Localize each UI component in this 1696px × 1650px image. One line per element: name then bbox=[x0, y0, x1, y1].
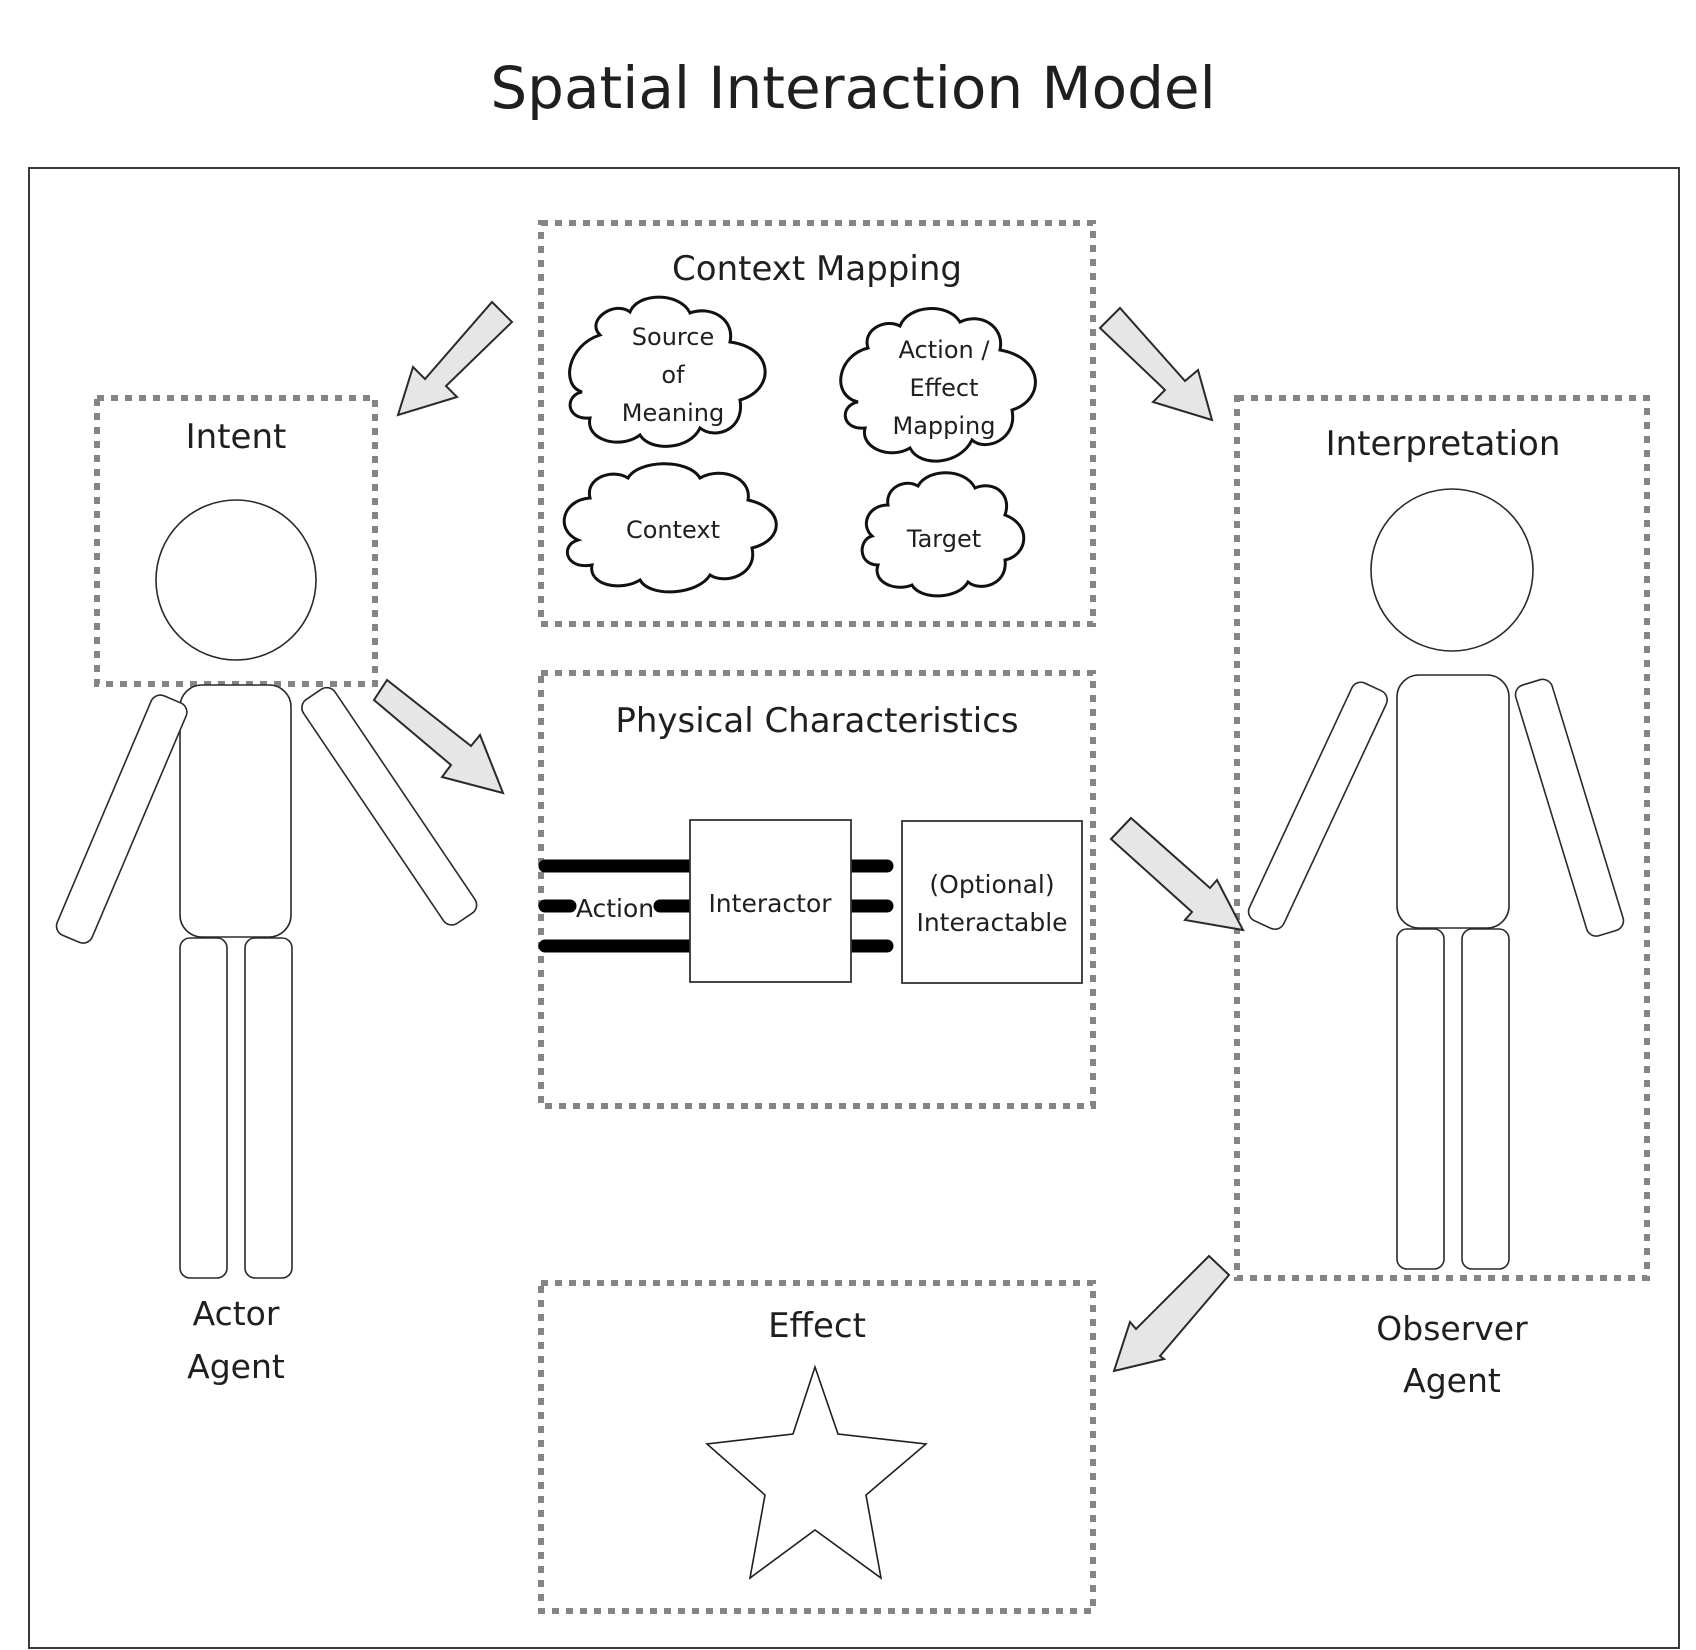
physical-characteristics-label: Physical Characteristics bbox=[615, 701, 1018, 741]
interactable-label-line: (Optional) bbox=[929, 870, 1054, 899]
arrow-interpretation-to-effect bbox=[1112, 1254, 1231, 1373]
physical-characteristics-border bbox=[538, 670, 1096, 1109]
actor-left-arm bbox=[55, 694, 188, 944]
cloud-label-line: Target bbox=[906, 525, 981, 553]
actor-head bbox=[155, 499, 317, 661]
observer-agent-label: Observer bbox=[1376, 1309, 1528, 1348]
interpretation-region: Interpretation bbox=[1234, 395, 1650, 1281]
actor-left-leg bbox=[179, 937, 228, 1279]
actor-agent-label: Agent bbox=[187, 1347, 285, 1386]
actor-agent-figure: Actor Agent bbox=[55, 499, 478, 1386]
cloud-context: Context bbox=[562, 462, 778, 594]
actor-torso bbox=[179, 684, 292, 938]
cloud-icon bbox=[568, 295, 767, 448]
intent-region: Intent bbox=[94, 395, 378, 687]
cloud-action-effect-mapping: Action / Effect Mapping bbox=[839, 307, 1037, 463]
actor-right-leg bbox=[244, 937, 293, 1279]
observer-left-arm bbox=[1247, 681, 1388, 931]
cloud-icon bbox=[562, 462, 778, 594]
arrow-context-to-intent bbox=[396, 300, 514, 417]
observer-right-leg bbox=[1461, 928, 1510, 1270]
cloud-icon bbox=[860, 471, 1026, 598]
cloud-label-line: Effect bbox=[909, 374, 978, 402]
context-mapping-region: Context Mapping Source of Meaning Action… bbox=[538, 220, 1096, 627]
cloud-label-line: of bbox=[661, 361, 685, 389]
cloud-label-line: Source bbox=[632, 323, 714, 351]
effect-label: Effect bbox=[768, 1306, 866, 1346]
outer-frame bbox=[28, 167, 1680, 1649]
intent-border bbox=[94, 395, 378, 687]
effect-border bbox=[538, 1280, 1096, 1614]
cloud-icon bbox=[839, 307, 1037, 463]
actor-right-arm bbox=[301, 686, 478, 926]
effect-region: Effect bbox=[538, 1280, 1096, 1614]
cloud-source-of-meaning: Source of Meaning bbox=[568, 295, 767, 448]
arrow-context-to-interpretation bbox=[1098, 306, 1214, 422]
interactable-box bbox=[901, 820, 1083, 984]
star-icon bbox=[705, 1364, 928, 1580]
observer-agent-figure: Observer Agent bbox=[1247, 488, 1625, 1400]
cloud-label-line: Mapping bbox=[893, 412, 996, 440]
interactor-label: Interactor bbox=[708, 889, 832, 918]
physical-characteristics-region: Physical Characteristics Action Interact… bbox=[538, 670, 1096, 1109]
cloud-label-line: Meaning bbox=[622, 399, 725, 427]
interactor-box bbox=[689, 819, 852, 983]
diagram-title: Spatial Interaction Model bbox=[490, 54, 1215, 122]
action-label: Action bbox=[576, 894, 654, 923]
interpretation-label: Interpretation bbox=[1326, 424, 1561, 464]
observer-torso bbox=[1396, 674, 1510, 929]
cloud-label-line: Action / bbox=[899, 336, 991, 364]
cloud-target: Target bbox=[860, 471, 1026, 598]
interactable-label-line: Interactable bbox=[916, 908, 1067, 937]
observer-right-arm bbox=[1514, 678, 1625, 937]
cloud-label-line: Context bbox=[626, 516, 720, 544]
actor-agent-label: Actor bbox=[193, 1294, 280, 1333]
context-mapping-label: Context Mapping bbox=[672, 249, 962, 289]
observer-left-leg bbox=[1396, 928, 1445, 1270]
intent-label: Intent bbox=[186, 417, 287, 457]
observer-agent-label: Agent bbox=[1403, 1361, 1501, 1400]
observer-head bbox=[1370, 488, 1534, 652]
arrow-physical-to-interpretation bbox=[1109, 816, 1245, 932]
arrow-intent-to-physical bbox=[372, 678, 505, 795]
